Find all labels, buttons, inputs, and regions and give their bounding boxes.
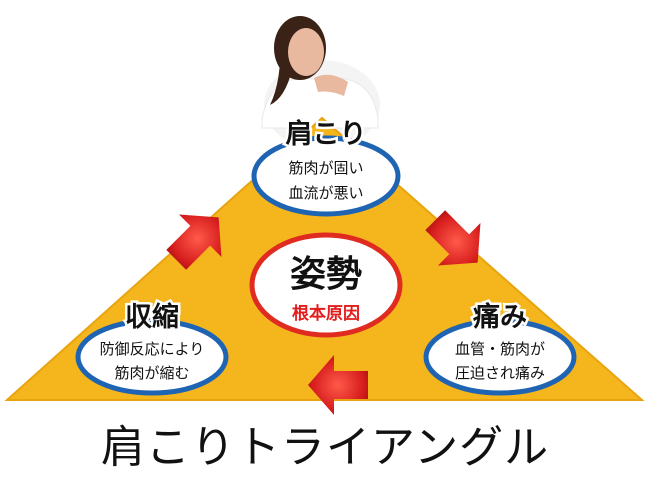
left-node-line2: 筋肉が縮む xyxy=(114,364,189,382)
left-node-line1: 防御反応により xyxy=(100,340,205,358)
top-node-line1: 筋肉が固い xyxy=(288,159,363,177)
right-node-line2: 圧迫され痛み xyxy=(455,364,545,382)
right-node-line1: 血管・筋肉が xyxy=(455,340,545,358)
top-node-ellipse xyxy=(251,135,401,217)
arrow-left-to-top-icon xyxy=(166,214,222,270)
left-node-heading: 収縮 xyxy=(125,301,179,333)
left-node-ellipse xyxy=(75,318,229,396)
top-node-heading: 肩こり xyxy=(286,118,367,150)
center-node-ellipse xyxy=(249,232,403,338)
right-node-heading: 痛み xyxy=(473,301,527,333)
arrow-right-to-left-icon xyxy=(308,355,368,415)
right-node-ellipse xyxy=(423,318,577,396)
top-node-line2: 血流が悪い xyxy=(288,184,363,202)
center-node-subtitle: 根本原因 xyxy=(292,303,360,324)
woman-holding-shoulder-photo xyxy=(261,16,380,150)
diagram-caption: 肩こりトライアングル xyxy=(100,422,550,473)
arrow-top-to-right-icon xyxy=(425,210,481,266)
center-node-heading: 姿勢 xyxy=(290,253,362,295)
